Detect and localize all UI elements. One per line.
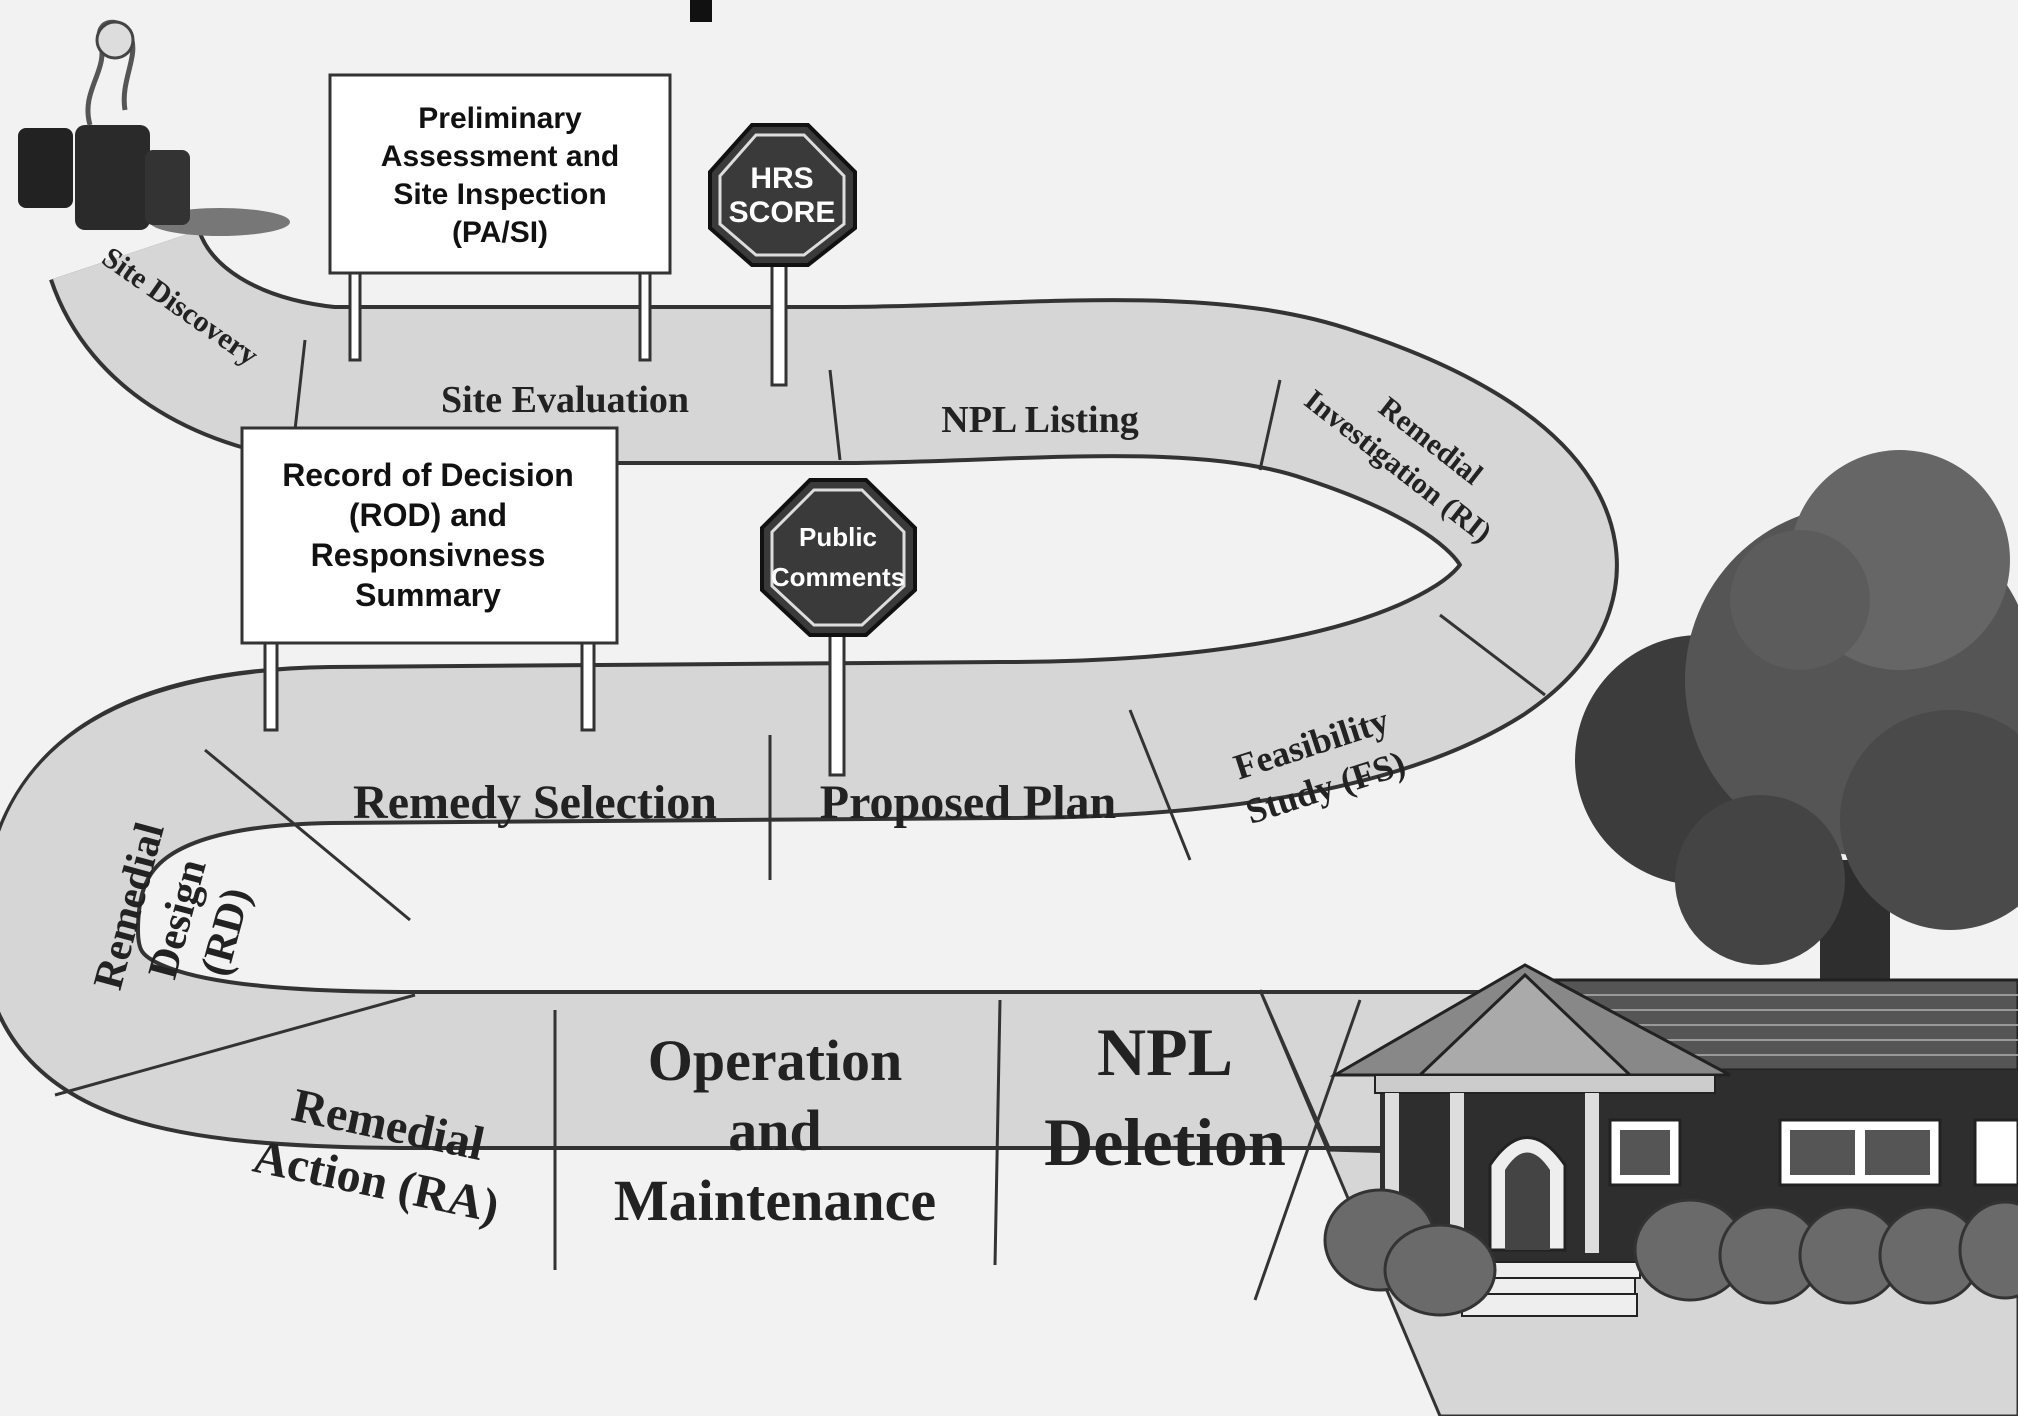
segment-dividers — [54, 339, 1546, 1301]
segment-del-line1: NPL — [1097, 1014, 1233, 1090]
pa-si-billboard: Preliminary Assessment and Site Inspecti… — [328, 73, 672, 362]
segment-npl-listing: NPL Listing — [941, 399, 1138, 441]
rod-line1: Record of Decision — [282, 457, 574, 493]
segment-om-line1: Operation — [648, 1028, 903, 1093]
tree-icon — [1575, 450, 2018, 980]
segment-operation-maintenance: Operation and Maintenance — [614, 1028, 936, 1233]
segment-remedy-selection: Remedy Selection — [353, 776, 717, 829]
public-line1: Public — [799, 522, 877, 552]
pa-si-line3: Site Inspection — [393, 178, 606, 211]
rod-line2: (ROD) and — [349, 497, 507, 533]
segment-om-line2: and — [728, 1098, 822, 1163]
hrs-line2: SCORE — [729, 196, 836, 229]
road-surface — [0, 227, 1615, 1146]
segment-proposed-plan: Proposed Plan — [820, 776, 1116, 829]
pa-si-line1: Preliminary — [418, 102, 582, 135]
hrs-line1: HRS — [750, 162, 813, 195]
title-fragment — [690, 0, 712, 22]
pa-si-line2: Assessment and — [381, 140, 619, 173]
pa-si-line4: (PA/SI) — [452, 216, 548, 249]
public-line2: Comments — [771, 562, 905, 592]
bushes-icon — [1323, 1188, 2018, 1317]
segment-del-line2: Deletion — [1044, 1104, 1286, 1180]
rod-billboard: Record of Decision (ROD) and Responsivne… — [240, 426, 619, 732]
rod-line3: Responsivness — [311, 537, 546, 573]
segment-site-evaluation: Site Evaluation — [441, 379, 689, 421]
hrs-score-sign: HRS SCORE — [708, 123, 857, 387]
barrels-icon — [18, 19, 290, 236]
segment-npl-deletion: NPL Deletion — [1044, 1014, 1286, 1180]
rod-line4: Summary — [355, 577, 501, 613]
public-comments-sign: Public Comments — [760, 478, 917, 777]
segment-om-line3: Maintenance — [614, 1168, 936, 1233]
